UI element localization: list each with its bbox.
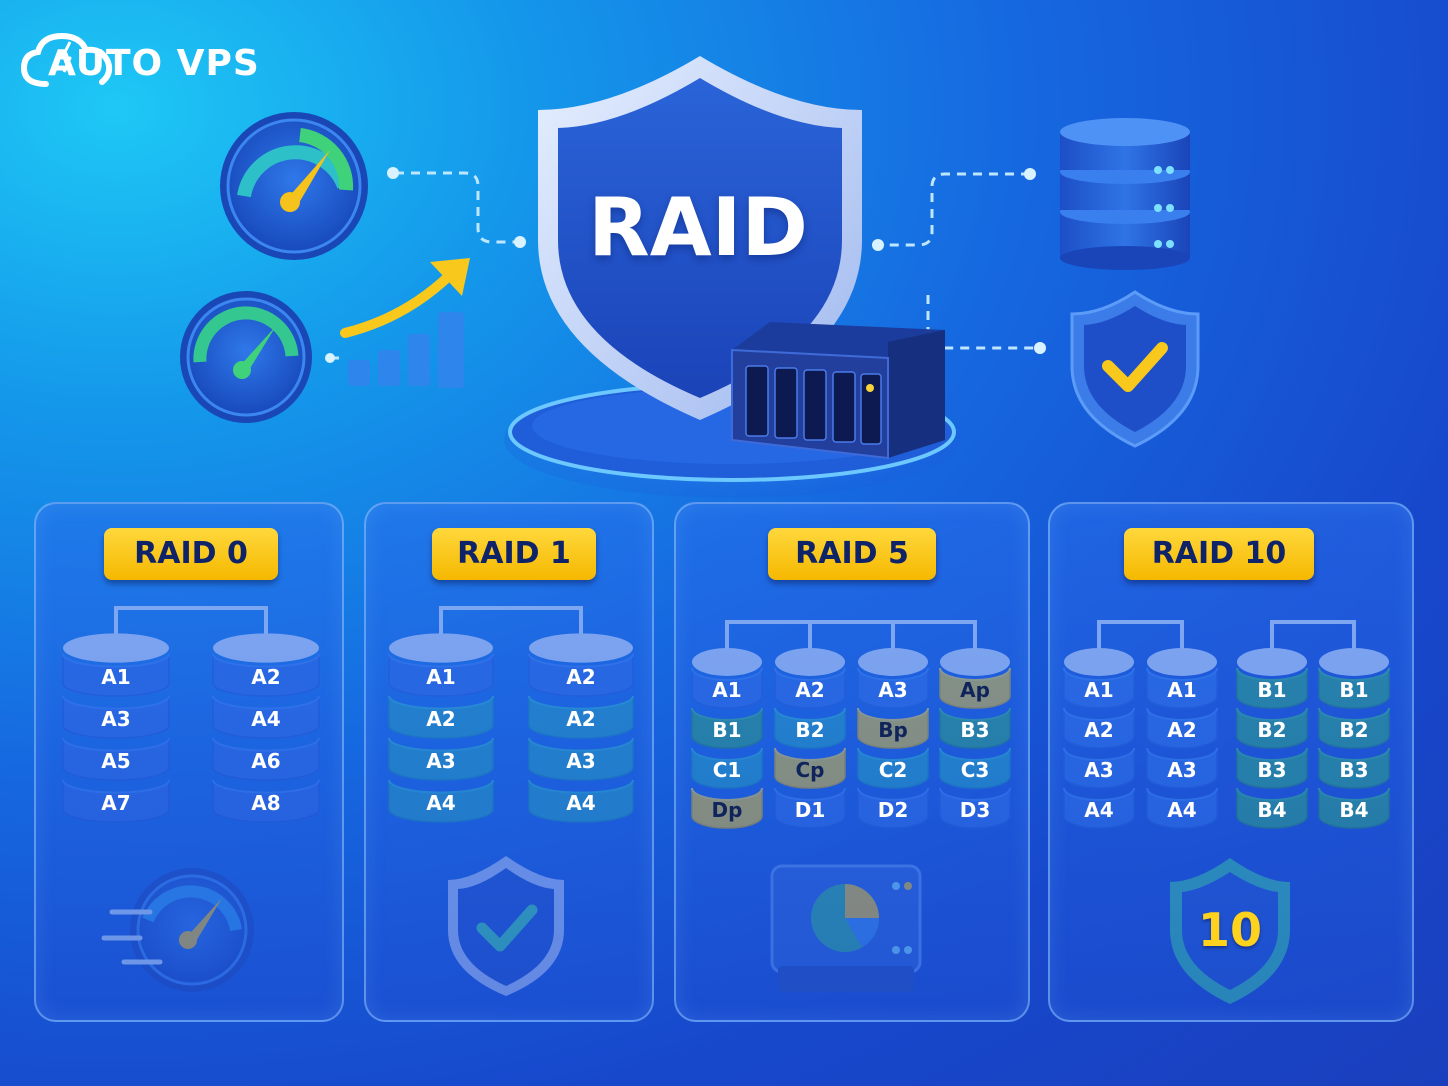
disk-block-label: A2 bbox=[1167, 718, 1197, 742]
disk-block-label: B2 bbox=[1257, 718, 1287, 742]
disk-block-label: Cp bbox=[795, 758, 825, 782]
disk-block-label: A3 bbox=[1167, 758, 1197, 782]
disk-block-label: A1 bbox=[1084, 678, 1114, 702]
disk-block-label: B4 bbox=[1339, 798, 1369, 822]
disk-block-label: A1 bbox=[712, 678, 742, 702]
disk-block-label: B3 bbox=[1257, 758, 1287, 782]
disk-block-label: Ap bbox=[960, 678, 990, 702]
disk-block-label: C2 bbox=[878, 758, 908, 782]
badge-raid-10: RAID 10 bbox=[1124, 528, 1314, 580]
brand-name: AUTO VPS bbox=[48, 43, 260, 84]
disk-block-label: B3 bbox=[1339, 758, 1369, 782]
disk-block-label: A4 bbox=[426, 791, 456, 815]
disk-block-label: A2 bbox=[566, 707, 596, 731]
panel-raid-10 bbox=[1048, 502, 1414, 1022]
shield-check-icon bbox=[1070, 290, 1200, 448]
badge-raid-0: RAID 0 bbox=[104, 528, 278, 580]
cloud-lightning-icon bbox=[20, 32, 113, 87]
disk-block-label: C3 bbox=[960, 758, 990, 782]
disk-block-label: A2 bbox=[566, 665, 596, 689]
disk-block-label: B4 bbox=[1257, 798, 1287, 822]
disk-block-label: A6 bbox=[251, 749, 281, 773]
panel-raid-5 bbox=[674, 502, 1030, 1022]
disk-block-label: D1 bbox=[794, 798, 826, 822]
disk-block-label: A2 bbox=[426, 707, 456, 731]
disk-block-label: Bp bbox=[878, 718, 908, 742]
disk-block-label: D2 bbox=[877, 798, 909, 822]
disk-block-label: A1 bbox=[101, 665, 131, 689]
panel-raid-0 bbox=[34, 502, 344, 1022]
panel-raid-1 bbox=[364, 502, 654, 1022]
disk-block-label: A4 bbox=[251, 707, 281, 731]
disk-block-label: A3 bbox=[426, 749, 456, 773]
badge-raid-1: RAID 1 bbox=[432, 528, 596, 580]
disk-block-label: A3 bbox=[566, 749, 596, 773]
disk-block-label: A2 bbox=[1084, 718, 1114, 742]
bar-chart-growth-icon bbox=[340, 258, 470, 388]
disk-block-label: A2 bbox=[251, 665, 281, 689]
disk-block-label: A8 bbox=[251, 791, 281, 815]
disk-block-label: A3 bbox=[101, 707, 131, 731]
disk-block-label: A4 bbox=[1167, 798, 1197, 822]
disk-block-label: A1 bbox=[426, 665, 456, 689]
disk-block-label: A1 bbox=[1167, 678, 1197, 702]
disk-block-label: A4 bbox=[1084, 798, 1114, 822]
database-stack-icon bbox=[1060, 118, 1190, 270]
disk-block-label: B2 bbox=[795, 718, 825, 742]
disk-block-label: A3 bbox=[878, 678, 908, 702]
hero-title: RAID bbox=[588, 181, 808, 274]
disk-block-label: A7 bbox=[101, 791, 131, 815]
brand-logo bbox=[18, 28, 268, 98]
disk-block-label: B1 bbox=[1257, 678, 1287, 702]
disk-block-label: A5 bbox=[101, 749, 131, 773]
disk-block-label: Dp bbox=[711, 798, 743, 822]
disk-block-label: B1 bbox=[712, 718, 742, 742]
speedometer-icon bbox=[220, 112, 368, 260]
disk-block-label: B1 bbox=[1339, 678, 1369, 702]
disk-block-label: C1 bbox=[712, 758, 742, 782]
raid-10-icon-label: 10 bbox=[1197, 903, 1262, 957]
nas-server-icon bbox=[731, 322, 945, 460]
disk-block-label: A3 bbox=[1084, 758, 1114, 782]
disk-block-label: B3 bbox=[960, 718, 990, 742]
disk-block-label: A2 bbox=[795, 678, 825, 702]
speedometer-icon bbox=[180, 291, 312, 423]
disk-block-label: D3 bbox=[959, 798, 991, 822]
badge-raid-5: RAID 5 bbox=[768, 528, 936, 580]
disk-block-label: A4 bbox=[566, 791, 596, 815]
disk-block-label: B2 bbox=[1339, 718, 1369, 742]
